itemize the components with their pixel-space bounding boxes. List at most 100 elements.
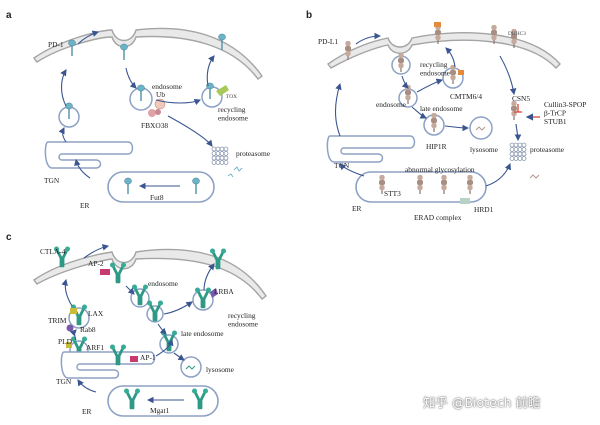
- cmtm-label: CMTM6/4: [450, 92, 482, 101]
- lax-label: LAX: [88, 309, 104, 318]
- ap2-adaptor-icon: [100, 269, 110, 275]
- arrow-recycling-to-membrane-b: [445, 47, 456, 68]
- pld-label: PLD: [58, 337, 73, 346]
- hrd1-label: HRD1: [474, 205, 494, 214]
- arrow-er-to-tgn: [74, 158, 91, 179]
- panel-c-lysosome: [180, 356, 202, 378]
- late-endosome-label-c: late endosome: [181, 329, 224, 338]
- fbxo38-label: FBXO38: [141, 121, 168, 130]
- panel-b-tgn: [326, 135, 416, 163]
- arrow-endosome-to-recycling-b: [416, 78, 444, 93]
- pdl1-fragment-icon: [475, 126, 486, 131]
- ub-label: Ub: [156, 90, 165, 99]
- ctla4-label: CTLA-4: [40, 247, 66, 256]
- arrow-to-lysosome-b: [444, 124, 470, 132]
- trim-icon: [70, 308, 77, 314]
- arrow-to-endosome-c: [125, 285, 135, 295]
- rab8-label: Rab8: [80, 325, 96, 334]
- tgn-label-c: TGN: [56, 377, 72, 386]
- arrow-membrane-endocytosis: [77, 30, 100, 45]
- pdl1-cytosolic-receptor: [510, 100, 518, 121]
- panel-c-letter: c: [6, 232, 12, 243]
- dhhc3-label: DHHC3: [508, 31, 526, 37]
- hip1r-label: HIP1R: [426, 142, 447, 151]
- er-label-c: ER: [82, 407, 92, 416]
- late-endosome-label-b: late endosome: [420, 104, 463, 113]
- panel-c: c CTLA-4 AP-2 TRIM LAX Rab8 PLD ARF1 end…: [6, 232, 267, 417]
- ap1-label: AP-1: [140, 353, 156, 362]
- fbxo38-ligase-icon-2: [155, 109, 161, 115]
- arrow-er-to-tgn-c: [77, 379, 97, 393]
- panel-a-letter: a: [6, 10, 12, 21]
- arrow-tgn-to-membrane-b: [334, 82, 342, 137]
- watermark: 知乎 @Biotech 前瞻: [423, 395, 541, 410]
- pd1-surface-receptor: [67, 39, 77, 57]
- pd1-internalizing-receptor: [119, 43, 129, 61]
- lysosome-label-b: lysosome: [470, 145, 499, 154]
- panel-a-er: [107, 171, 215, 203]
- fbxo38-ligase-icon: [148, 109, 156, 117]
- endosome-label-a: endosome: [152, 82, 183, 91]
- tox-label: TOX: [226, 94, 237, 100]
- arrow-membrane-endocytosis-b: [355, 32, 382, 45]
- pd1-label: PD-1: [48, 40, 64, 49]
- panel-b-lysosome: [469, 116, 493, 140]
- arf1-label: ARF1: [86, 343, 104, 352]
- pdl1-label: PD-L1: [318, 37, 338, 46]
- arrow-tgn-to-late-endosome-c: [155, 338, 174, 357]
- trim-label: TRIM: [48, 316, 67, 325]
- endosome-label-c: endosome: [148, 279, 179, 288]
- csn5-label: CSN5: [512, 94, 530, 103]
- er-label-a: ER: [80, 201, 90, 210]
- pd1-fragment-icon: [233, 166, 243, 172]
- lrba-label: LRBA: [214, 287, 234, 296]
- lysosome-label-c: lysosome: [206, 365, 235, 374]
- panel-c-plasma-membrane: [33, 248, 267, 300]
- arrow-er-to-tgn-b: [339, 163, 365, 177]
- panel-a-plasma-membrane: [33, 27, 263, 80]
- rab8-icon: [66, 324, 74, 332]
- panel-b-plasma-membrane: [327, 32, 561, 70]
- proteasome-label-b: proteasome: [530, 145, 565, 154]
- mgat1-label: Mgat1: [150, 406, 170, 415]
- tgn-label-a: TGN: [44, 176, 60, 185]
- cmtm-icon: [458, 70, 464, 75]
- panel-a-proteasome-icon: [211, 146, 229, 165]
- arrow-to-late-endosome-c: [157, 323, 167, 335]
- arrow-to-endosome-b: [401, 75, 409, 89]
- arrow-endosome-to-recycling: [155, 98, 202, 106]
- arrow-endosome-to-recycling-c: [163, 301, 193, 315]
- arrow-to-late-endosome-b: [411, 106, 427, 119]
- cmtm-membrane-icon: [434, 22, 441, 27]
- proteasome-label-a: proteasome: [236, 149, 271, 158]
- arrow-recycling-to-membrane: [206, 55, 215, 87]
- arrow-to-endosome: [125, 67, 137, 89]
- abnormal-glycosylation-label: abnormal glycosylation: [405, 165, 475, 174]
- endosome-label-b: endosome: [376, 100, 407, 109]
- arrow-recycling-to-membrane-c: [203, 263, 215, 291]
- stt3-label: STT3: [384, 189, 401, 198]
- arrow-erad-to-proteasome: [485, 162, 512, 187]
- tox-protein-icon: [216, 85, 229, 96]
- ctla4-fragment-icon: [185, 365, 196, 370]
- lrba-icon: [210, 288, 218, 298]
- erad-complex-icon: [460, 198, 470, 204]
- pd1-fragment-icon-2: [227, 173, 234, 178]
- fut8-label: Fut8: [150, 193, 164, 202]
- arrow-to-proteasome-a: [167, 115, 213, 147]
- er-label-b: ER: [352, 204, 362, 213]
- arrow-to-lysosome-c: [173, 352, 185, 361]
- arrow-vesicle-to-membrane: [60, 69, 67, 107]
- erad-label: ERAD complex: [414, 213, 462, 222]
- panel-b-proteasome-icon: [509, 142, 527, 161]
- arrow-membrane-endocytosis-c: [83, 244, 110, 259]
- arrow-to-proteasome-b: [514, 123, 522, 142]
- arrow-membrane-to-csn5: [499, 55, 517, 96]
